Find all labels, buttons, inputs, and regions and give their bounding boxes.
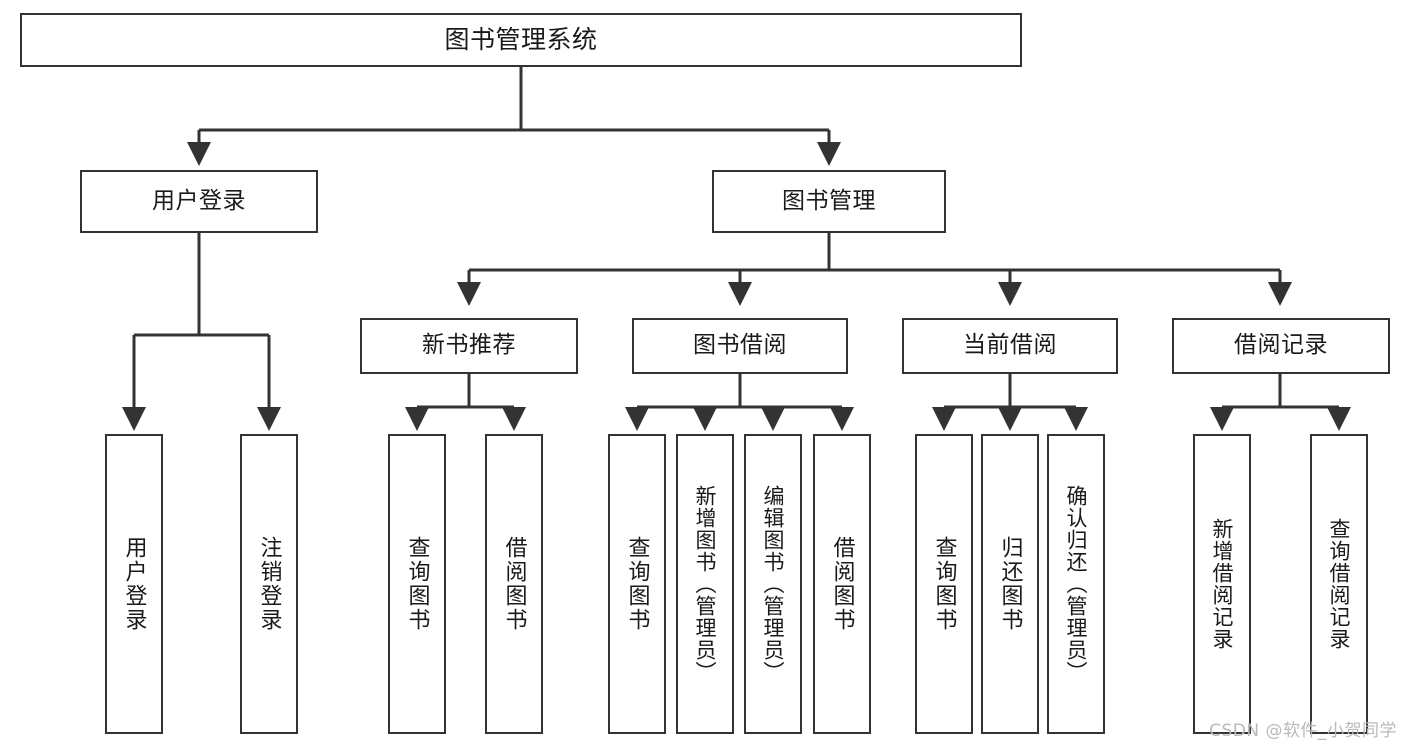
node-label: 编辑图书（管理员） — [761, 485, 786, 683]
node-label: 注销登录 — [256, 536, 282, 632]
node-label: 查询图书 — [404, 536, 430, 632]
node-label: 用户登录 — [121, 536, 147, 632]
leaf-user-login-logout[interactable]: 注销登录 — [240, 434, 298, 734]
leaf-book-borrow-add-book-admin[interactable]: 新增图书（管理员） — [676, 434, 734, 734]
leaf-book-borrow-borrow-book[interactable]: 借阅图书 — [813, 434, 871, 734]
leaf-borrow-record-query-record[interactable]: 查询借阅记录 — [1310, 434, 1368, 734]
node-label: 确认归还（管理员） — [1064, 485, 1089, 683]
leaf-current-borrow-query-book[interactable]: 查询图书 — [915, 434, 973, 734]
node-label: 新增图书（管理员） — [693, 485, 718, 683]
node-label: 归还图书 — [997, 536, 1023, 632]
leaf-current-borrow-return-book[interactable]: 归还图书 — [981, 434, 1039, 734]
node-label: 图书管理 — [782, 187, 876, 214]
node-borrow-record[interactable]: 借阅记录 — [1172, 318, 1390, 374]
watermark-text: CSDN @软件_小贺同学 — [1209, 721, 1397, 741]
node-new-book-recommend[interactable]: 新书推荐 — [360, 318, 578, 374]
leaf-new-book-query-book[interactable]: 查询图书 — [388, 434, 446, 734]
leaf-book-borrow-query-book[interactable]: 查询图书 — [608, 434, 666, 734]
node-book-management[interactable]: 图书管理 — [712, 170, 946, 233]
node-label: 查询图书 — [931, 536, 957, 632]
node-label: 借阅图书 — [829, 536, 855, 632]
leaf-borrow-record-add-record[interactable]: 新增借阅记录 — [1193, 434, 1251, 734]
leaf-new-book-borrow-book[interactable]: 借阅图书 — [485, 434, 543, 734]
leaf-book-borrow-edit-book-admin[interactable]: 编辑图书（管理员） — [744, 434, 802, 734]
node-label: 借阅记录 — [1234, 332, 1328, 359]
node-label: 当前借阅 — [963, 332, 1057, 359]
node-book-borrow[interactable]: 图书借阅 — [632, 318, 848, 374]
node-root-book-management-system[interactable]: 图书管理系统 — [20, 13, 1022, 67]
node-label: 用户登录 — [152, 187, 246, 214]
node-label: 查询图书 — [624, 536, 650, 632]
leaf-user-login-login[interactable]: 用户登录 — [105, 434, 163, 734]
node-label: 查询借阅记录 — [1327, 518, 1352, 650]
node-label: 图书管理系统 — [444, 25, 598, 55]
node-current-borrow[interactable]: 当前借阅 — [902, 318, 1118, 374]
node-label: 新书推荐 — [422, 332, 516, 359]
node-label: 借阅图书 — [501, 536, 527, 632]
leaf-current-borrow-confirm-return-admin[interactable]: 确认归还（管理员） — [1047, 434, 1105, 734]
node-label: 新增借阅记录 — [1210, 518, 1235, 650]
node-user-login[interactable]: 用户登录 — [80, 170, 318, 233]
node-label: 图书借阅 — [693, 332, 787, 359]
